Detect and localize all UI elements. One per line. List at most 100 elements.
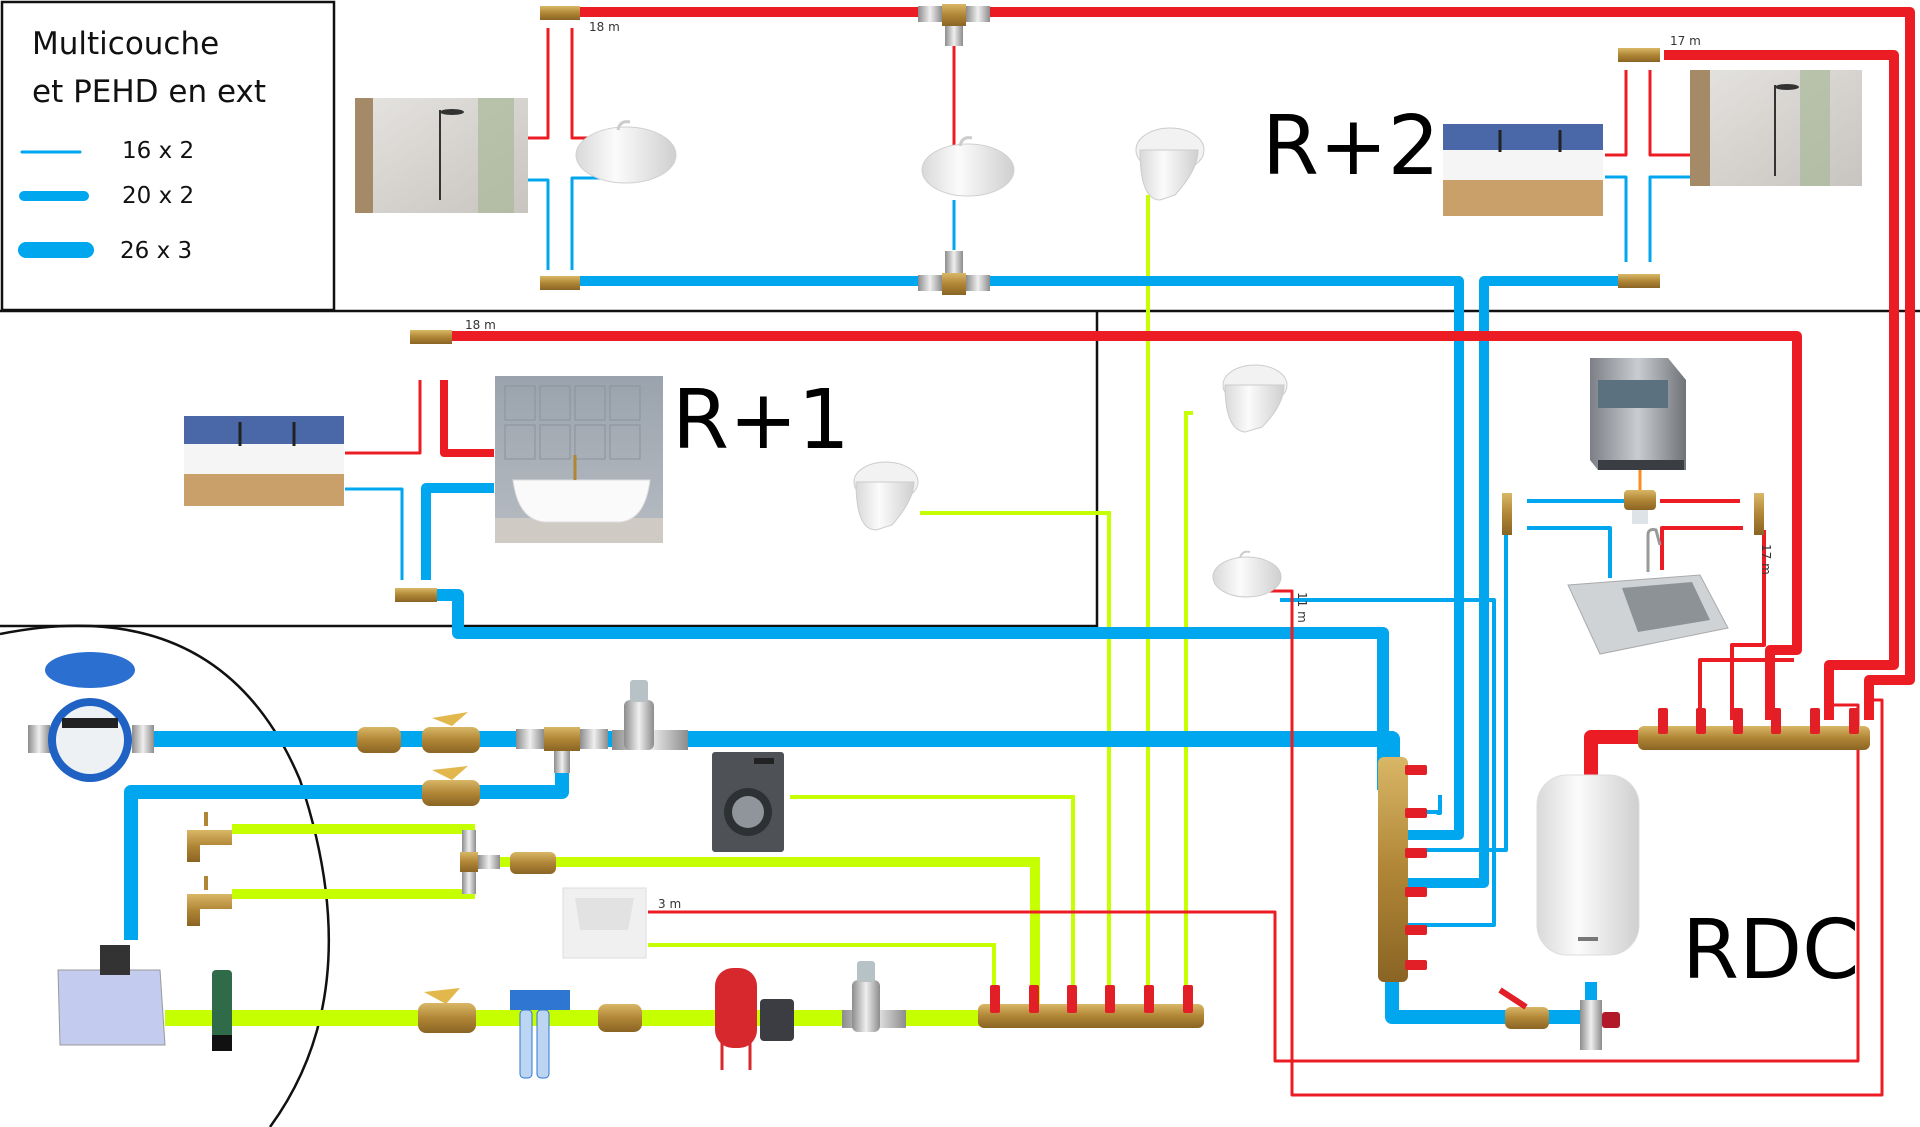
rainwater-pipes: [165, 195, 1195, 1026]
cold-r2-left-riser: [550, 276, 1464, 840]
pressure-switch: [760, 999, 794, 1041]
r2-left-hot-collector: [540, 6, 580, 20]
cold-r2-vanity: [1605, 175, 1628, 262]
r2-left-cold-collector: [540, 276, 580, 290]
length-utility-sink: 3 m: [658, 897, 681, 911]
water-meter: [28, 652, 154, 782]
hot-r2-shower-left: [528, 28, 550, 140]
cold-r1-vanity: [345, 487, 404, 580]
length-r1: 18 m: [465, 318, 496, 332]
check-valve-main: [357, 727, 401, 753]
cold-r2-right-riser: [1398, 276, 1622, 888]
cold-r2-shower-left: [528, 178, 550, 270]
utility-sink: [562, 887, 647, 959]
legend: Multicouche et PEHD en ext 16 x 2 20 x 2…: [18, 26, 266, 264]
garden-tap-line-1: [232, 824, 475, 899]
r2-cold-tee: [918, 251, 990, 295]
r1-cold-collector: [395, 588, 437, 602]
hot-r2-vanity: [1605, 70, 1628, 157]
cold-kitchen-sink: [1527, 526, 1612, 578]
kitchen-hot-collector: [1754, 493, 1764, 535]
electric-water-heater: [1536, 774, 1640, 956]
r2-wc: [1135, 127, 1205, 201]
r2-double-vanity: [1443, 124, 1603, 216]
legend-title-line2: et PEHD en ext: [32, 74, 266, 110]
hot-heater-out: [1584, 730, 1642, 790]
garden-tap-1: [187, 812, 232, 862]
main-tee: [516, 727, 608, 773]
hot-r2-shower-right: [1648, 70, 1690, 157]
cold-r1-riser: [414, 589, 1389, 790]
cold-r1-bath: [421, 483, 494, 580]
rdc-wc: [1222, 364, 1288, 433]
ball-valve-main: [422, 712, 480, 753]
check-valve-rainwater: [598, 1004, 642, 1032]
ball-valve-bypass: [422, 766, 480, 806]
hot-r1-main: [442, 331, 1802, 720]
garden-tap-feed: [470, 857, 1040, 1005]
rainwater-manifold: [978, 985, 1204, 1028]
uv-filter-unit: [510, 990, 570, 1079]
legend-label-thin: 16 x 2: [122, 138, 194, 164]
kitchen-sink: [1567, 528, 1729, 655]
kitchen-mixing-valve: [1624, 470, 1656, 524]
rdc-washbasin: [1212, 550, 1282, 598]
pressure-reducer-main: [612, 680, 688, 750]
exterior-boundary-arc: [0, 624, 331, 1127]
floor-label-r2: R+2: [1262, 99, 1440, 194]
r1-clawfoot-bathtub: [495, 376, 663, 543]
legend-label-thick: 26 x 3: [120, 238, 192, 264]
length-r2-right: 17 m: [1670, 34, 1701, 48]
ball-valve-rainwater: [418, 988, 476, 1033]
pressure-reducer-rainwater: [842, 961, 906, 1032]
cold-water-manifold: [1378, 757, 1427, 982]
legend-title-line1: Multicouche: [32, 26, 219, 62]
r1-room-outline: [0, 311, 1099, 628]
length-r2-left: 18 m: [589, 20, 620, 34]
length-rdc-basin: 11 m: [1295, 592, 1309, 623]
garden-tee: [460, 830, 500, 894]
rainwater-tank: [57, 945, 166, 1046]
hot-water-pipes: [345, 7, 1915, 1097]
safety-group: [1580, 1000, 1620, 1050]
garden-tap-2: [187, 876, 232, 926]
cold-r2-shower-right: [1648, 175, 1690, 262]
hot-water-manifold: [1638, 708, 1870, 750]
hot-r2-basin-left: [570, 28, 610, 140]
legend-label-medium: 20 x 2: [122, 183, 194, 209]
submersible-pump: [212, 970, 232, 1051]
cold-rdc-basin: [1280, 598, 1496, 927]
cold-heater-feed: [1385, 965, 1602, 1024]
length-kitchen: 17 m: [1759, 544, 1773, 575]
hot-kitchen: [1730, 530, 1766, 720]
fittings: [395, 4, 1764, 894]
r2-right-cold-collector: [1618, 274, 1660, 288]
hot-r1-vanity: [345, 380, 422, 455]
hot-r2-main: [566, 7, 1915, 720]
kitchen-cold-collector: [1502, 493, 1512, 535]
r2-right-hot-collector: [1618, 48, 1660, 62]
hot-sink: [1660, 526, 1743, 570]
washing-machine-feed: [790, 795, 1075, 1005]
hot-utility: [648, 703, 1860, 1063]
washing-machine: [712, 752, 784, 852]
r1-hot-collector: [410, 330, 452, 344]
cold-bypass-loop: [124, 760, 569, 940]
expansion-vessel: [715, 968, 757, 1070]
r2-washbasin-left: [575, 120, 677, 184]
ball-valve-garden: [510, 852, 556, 874]
cold-r2-basin-left: [570, 176, 634, 270]
wc-r1-feed: [920, 511, 1111, 1005]
r1-double-vanity: [184, 416, 344, 506]
cold-kitchen-down: [1398, 535, 1508, 852]
floor-label-r1: R+1: [672, 373, 850, 468]
utility-sink-feed: [648, 943, 996, 1005]
r2-hot-tee: [918, 4, 990, 46]
r2-shower-right: [1690, 70, 1862, 186]
r1-wc: [853, 461, 919, 531]
hot-rdc-basin: [1267, 589, 1884, 1097]
heater-ball-valve: [1498, 987, 1549, 1029]
r2-shower-left: [355, 98, 528, 213]
